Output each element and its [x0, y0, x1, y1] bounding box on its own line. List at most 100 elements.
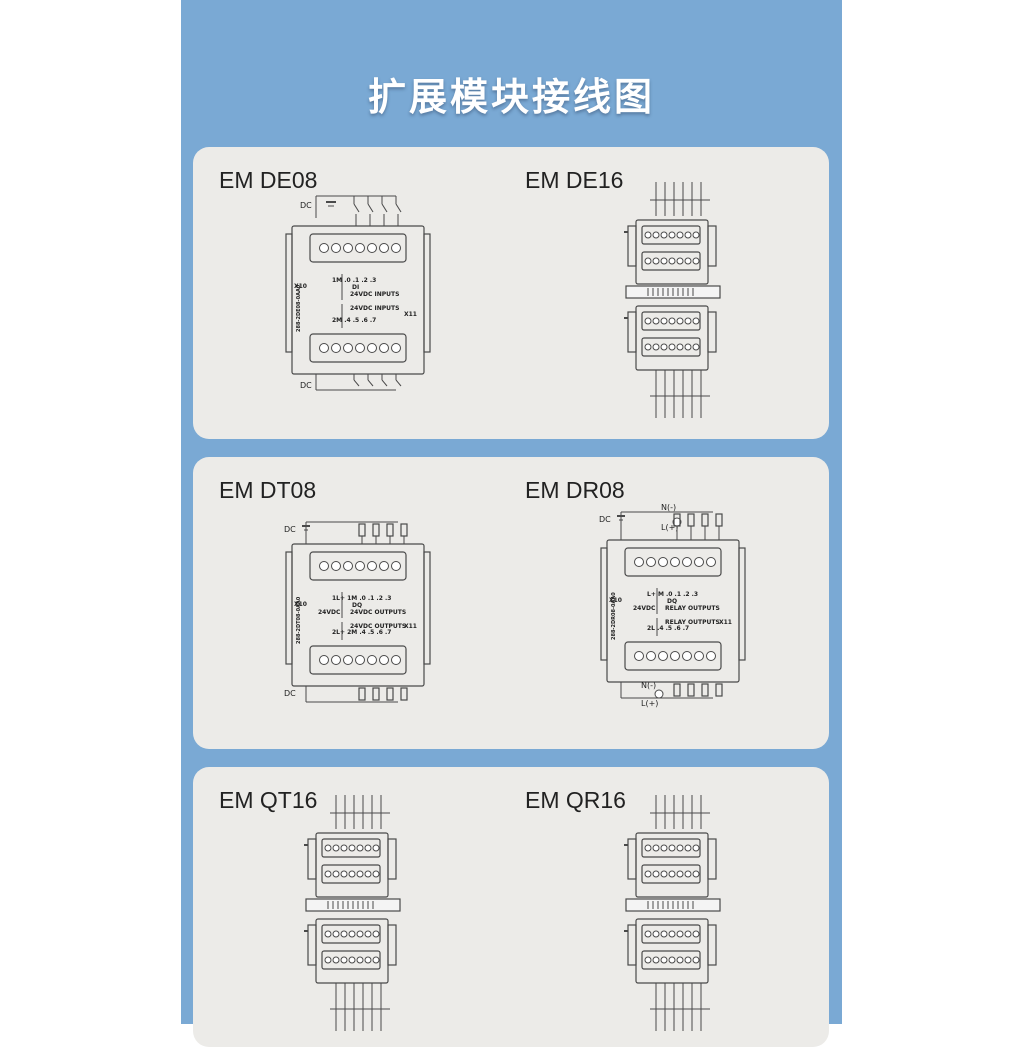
terminal-screw	[319, 243, 329, 253]
terminal-screw	[367, 343, 377, 353]
switch-contact	[381, 203, 388, 213]
dq-label: DQ	[352, 602, 362, 609]
terminal-screw	[332, 844, 340, 852]
terminal-screw	[684, 257, 692, 265]
switch-contact	[367, 379, 374, 387]
page-title: 扩展模块接线图	[367, 75, 655, 119]
terminal-screw	[646, 557, 656, 567]
terminal-screw	[367, 655, 377, 665]
left-voltage-label: 24VDC	[318, 609, 341, 616]
terminal-screw	[324, 870, 332, 878]
terminal-screw	[684, 317, 692, 325]
terminal-screw	[652, 317, 660, 325]
terminal-screw	[644, 257, 652, 265]
load-resistor	[372, 523, 380, 537]
terminal-screw	[356, 956, 364, 964]
terminal-screw	[706, 651, 716, 661]
terminal-screw	[356, 844, 364, 852]
terminal-screw	[670, 557, 680, 567]
terminal-screw	[660, 844, 668, 852]
terminal-screw	[319, 343, 329, 353]
terminal-screw	[340, 870, 348, 878]
terminal-screw	[658, 557, 668, 567]
terminal-block-bottom	[309, 333, 407, 363]
terminal-screw	[372, 930, 380, 938]
right-rail	[707, 311, 717, 353]
terminal-screw	[355, 243, 365, 253]
terminal-screw	[668, 317, 676, 325]
terminal-screw	[706, 557, 716, 567]
terminal-screw	[391, 561, 401, 571]
terminal-screw	[644, 870, 652, 878]
load-resistor	[358, 523, 366, 537]
left-rail	[285, 551, 293, 665]
terminal-block-bottom	[624, 641, 722, 671]
load-resistor	[400, 687, 408, 701]
terminal-block-top	[624, 547, 722, 577]
terminal-screw	[644, 956, 652, 964]
terminal-screw	[668, 257, 676, 265]
terminal-screw	[692, 257, 700, 265]
terminal-screw	[644, 930, 652, 938]
switch-contact	[367, 203, 374, 213]
terminal-screw	[348, 844, 356, 852]
terminal-screw	[668, 231, 676, 239]
terminal-row-2-label: 2M .4 .5 .6 .7	[332, 317, 376, 324]
terminal-block	[321, 950, 381, 970]
load-resistor	[673, 683, 681, 697]
terminal-row-1-label: 1L+ 1M .0 .1 .2 .3	[332, 595, 391, 602]
x10-label: X10	[294, 283, 307, 290]
terminal-screw	[324, 844, 332, 852]
terminal-block	[641, 337, 701, 357]
left-rail	[627, 311, 637, 353]
terminal-screw	[652, 231, 660, 239]
right-rail	[423, 551, 431, 665]
terminal-screw	[676, 956, 684, 964]
l-label: L(+)	[641, 699, 658, 708]
terminal-screw	[372, 844, 380, 852]
terminal-row-1-label: 1M .0 .1 .2 .3	[332, 277, 376, 284]
terminal-screw	[644, 343, 652, 351]
terminal-screw	[692, 317, 700, 325]
banner-2-label: RELAY OUTPUTS	[665, 619, 720, 626]
terminal-screw	[652, 956, 660, 964]
terminal-block	[641, 251, 701, 271]
part-number-label: 288-2DT08-0AA0	[296, 596, 302, 644]
load-resistor	[386, 523, 394, 537]
left-rail	[285, 233, 293, 353]
terminal-screw	[367, 561, 377, 571]
terminal-screw	[692, 231, 700, 239]
terminal-screw	[379, 343, 389, 353]
terminal-screw	[684, 343, 692, 351]
left-rail	[307, 838, 317, 880]
terminal-screw	[332, 930, 340, 938]
terminal-screw	[372, 956, 380, 964]
terminal-screw	[670, 651, 680, 661]
terminal-screw	[332, 870, 340, 878]
load-resistor	[715, 683, 723, 697]
terminal-screw	[348, 870, 356, 878]
terminal-screw	[658, 651, 668, 661]
terminal-screw	[364, 930, 372, 938]
terminal-screw	[692, 930, 700, 938]
dc-label: DC	[284, 525, 296, 534]
right-rail	[707, 924, 717, 966]
load-resistor	[701, 683, 709, 697]
terminal-screw	[660, 231, 668, 239]
terminal-block-top	[309, 233, 407, 263]
terminal-screw	[391, 343, 401, 353]
left-rail	[307, 924, 317, 966]
left-rail	[627, 838, 637, 880]
terminal-screw	[343, 561, 353, 571]
terminal-screw	[391, 243, 401, 253]
module-label-em-de16: EM DE16	[525, 167, 624, 193]
terminal-screw	[692, 870, 700, 878]
module-label-em-de08: EM DE08	[219, 167, 318, 193]
terminal-screw	[684, 870, 692, 878]
terminal-block	[641, 225, 701, 245]
terminal-screw	[682, 557, 692, 567]
terminal-block-bottom	[309, 645, 407, 675]
load-resistor	[687, 683, 695, 697]
